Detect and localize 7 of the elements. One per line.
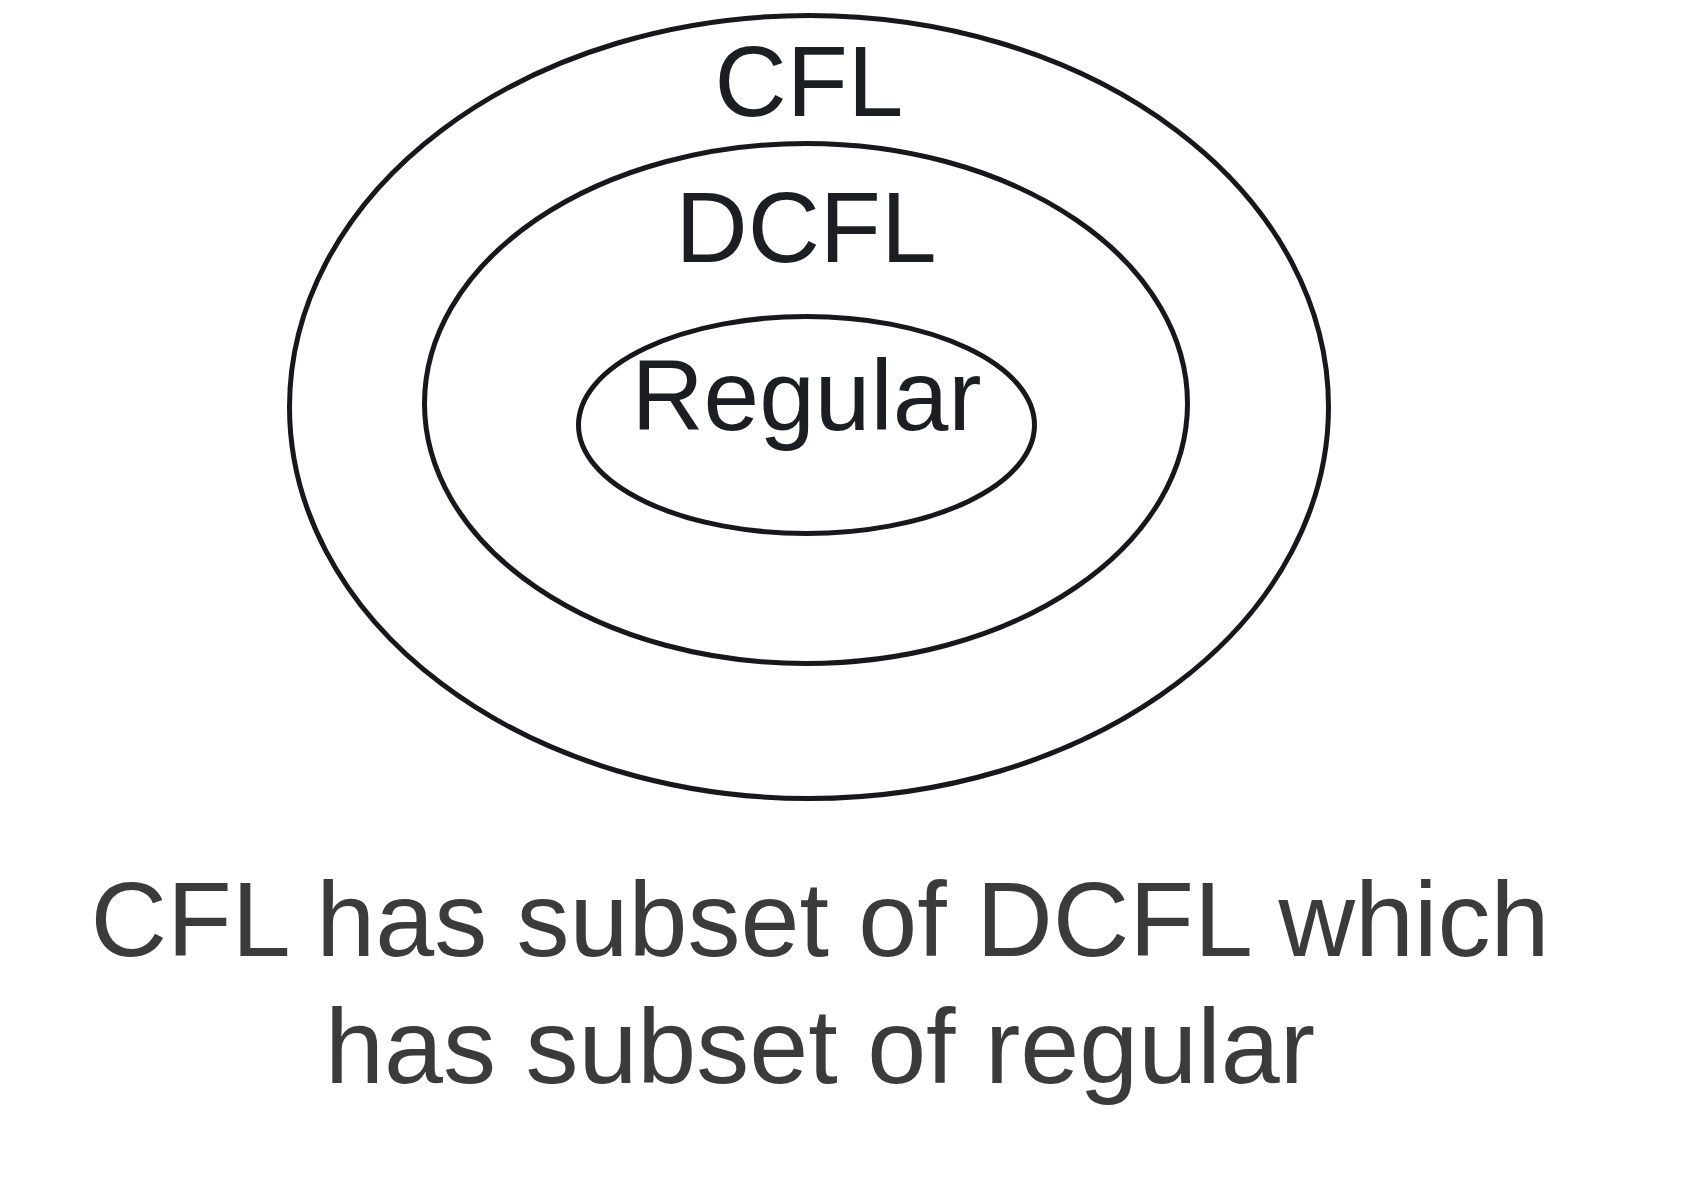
set-label: DCFL: [675, 170, 937, 285]
caption: CFL has subset of DCFL which has subset of regular: [89, 859, 1551, 1107]
set-label: CFL: [714, 24, 904, 139]
set-ellipse: [576, 314, 1037, 536]
set-ellipse: [422, 141, 1190, 666]
set-ellipse: [287, 13, 1331, 801]
set-label: Regular: [631, 338, 982, 453]
